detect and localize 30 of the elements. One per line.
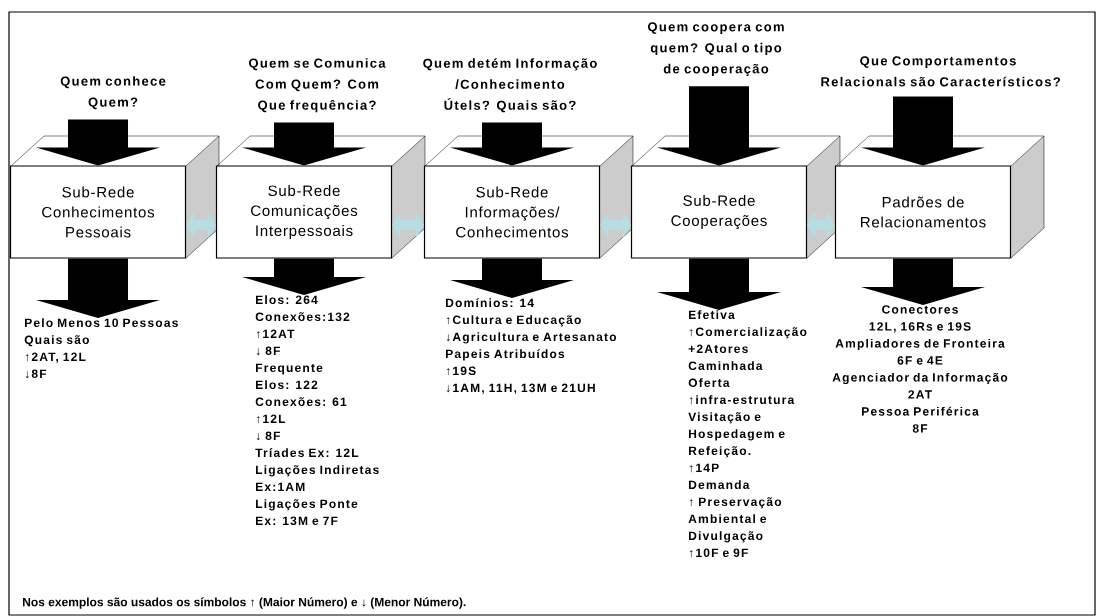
result-text: Efetiva ↑Comercialização +2Atores Caminhada Oferta ↑infra-estrutura Visitação e Hospedagem e Refeição. ↑14P Demanda ↑ Preservação Ambiental e Divulgação ↑10F e 9F [688,310,807,558]
arrow [242,258,366,295]
double-arrow [392,211,424,239]
arrow [657,258,781,310]
question-text: Quem se Comunica Com Quem? Com Que frequência? [249,58,386,113]
cube-box: Sub-Rede Cooperações [630,135,841,259]
cube-box: Sub-Rede Informações/ Conhecimentos [423,135,634,259]
arrow [657,86,781,166]
double-arrow [807,211,835,239]
result-text: Domínios: 14 ↑Cultura e Educação ↓Agricultura e Artesanato Papeis Atribuídos ↑19S ↓1AM, 11H, 13M e 21UH [446,298,617,394]
arrow [861,258,985,305]
double-arrow [186,211,216,239]
double-arrow [600,211,631,239]
result-text: Pelo Menos 10 Pessoas Quais são ↑2AT, 12L ↓8F [24,318,178,379]
result-text: Elos: 264 Conexões:132 ↑12AT ↓ 8F Frequente Elos: 122 Conexões: 61 ↑12L ↓ 8F Tríades Ex: 12L Ligações Indiretas Ex:1AM Ligações Ponte Ex: 13M e 7F [255,295,379,526]
question-text: Quem conhece Quem? [60,76,166,110]
arrow [861,96,985,166]
cube-box: Sub-Rede Conhecimentos Pessoais [9,135,220,259]
arrow [450,258,574,298]
arrow [36,258,160,318]
question-text: Quem detém Informação /Conhecimento Útels? Quais são? [423,58,597,113]
arrow [450,122,574,166]
cube-box: Sub-Rede Comunicações Interpessoais [215,135,426,259]
result-text: Conectores 12L, 16Rs e 19S Ampliadores de Fronteira 6F e 4E Agenciador da Informação 2AT Pessoa Periférica 8F [832,305,1008,433]
question-text: Que Comportamentos Relacionals são Característicos? [821,56,1061,87]
note-text: Nos exemplos são usados os símbolos ↑ (Maior Número) e ↓ (Menor Número). [23,597,466,609]
cube-box: Padrões de Relacionamentos [834,135,1045,259]
arrow [36,119,160,166]
question-text: Quem coopera com quem? Qual o tipo de cooperação [648,22,784,76]
arrow [242,122,366,166]
